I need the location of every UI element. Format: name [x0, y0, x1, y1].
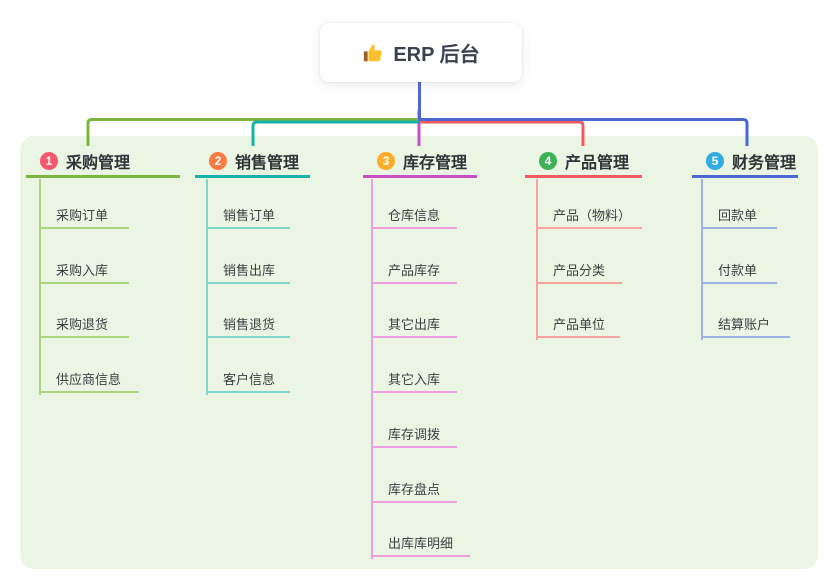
background-panel — [20, 136, 818, 569]
child-node[interactable]: 采购入库 — [39, 255, 129, 284]
thumbs-up-icon — [362, 42, 384, 64]
child-node[interactable]: 出库库明细 — [371, 528, 470, 558]
child-node[interactable]: 采购订单 — [39, 200, 129, 229]
child-node-label: 采购退货 — [56, 317, 109, 333]
child-node[interactable]: 产品单位 — [536, 309, 620, 339]
child-node[interactable]: 产品分类 — [536, 255, 622, 284]
child-node[interactable]: 其它入库 — [371, 364, 457, 394]
branch-title: 产品管理 — [565, 154, 630, 172]
child-node-label: 回款单 — [718, 208, 758, 223]
child-node[interactable]: 销售退货 — [206, 309, 290, 339]
child-node-label: 供应商信息 — [56, 372, 122, 388]
root-node[interactable]: ERP 后台 — [320, 23, 522, 82]
child-node-label: 采购订单 — [56, 208, 109, 223]
child-node-label: 库存盘点 — [388, 481, 441, 497]
branch-node-1[interactable]: 1 采购管理 — [26, 146, 180, 178]
branch-title: 销售管理 — [235, 154, 300, 172]
child-node-label: 产品单位 — [553, 317, 606, 333]
child-node-label: 销售订单 — [223, 208, 276, 223]
branch-title: 采购管理 — [66, 154, 131, 172]
branch-spine-line — [536, 179, 538, 341]
child-node-label: 付款单 — [718, 262, 758, 278]
child-node-label: 结算账户 — [718, 317, 771, 333]
child-node[interactable]: 供应商信息 — [39, 364, 139, 394]
child-node-label: 仓库信息 — [388, 208, 441, 223]
branch-number-badge: 2 — [209, 151, 227, 170]
child-node[interactable]: 库存调拨 — [371, 419, 457, 448]
child-node-label: 其它入库 — [388, 372, 441, 388]
child-node[interactable]: 采购退货 — [39, 309, 129, 339]
branch-title: 库存管理 — [403, 154, 468, 172]
branch-number-badge: 5 — [706, 151, 724, 170]
branch-number-badge: 1 — [40, 151, 58, 170]
child-node[interactable]: 付款单 — [701, 255, 777, 284]
branch-spine-line — [371, 179, 373, 560]
child-node-label: 产品库存 — [388, 262, 441, 278]
branch-spine-line — [206, 179, 208, 396]
child-node[interactable]: 客户信息 — [206, 364, 290, 394]
branch-title: 财务管理 — [732, 154, 797, 172]
child-node[interactable]: 结算账户 — [701, 309, 790, 339]
branch-spine-line — [701, 179, 703, 341]
child-node[interactable]: 其它出库 — [371, 309, 457, 339]
branch-node-3[interactable]: 3 库存管理 — [363, 146, 477, 178]
child-node[interactable]: 销售出库 — [206, 255, 290, 284]
branch-node-5[interactable]: 5 财务管理 — [692, 146, 798, 178]
child-node[interactable]: 销售订单 — [206, 200, 290, 229]
child-node-label: 产品（物料） — [553, 208, 632, 223]
root-node-label: ERP 后台 — [393, 44, 480, 66]
branch-number-badge: 3 — [377, 151, 395, 170]
child-node-label: 产品分类 — [553, 262, 606, 278]
child-node-label: 库存调拨 — [388, 426, 441, 442]
child-node[interactable]: 库存盘点 — [371, 474, 457, 503]
child-node[interactable]: 回款单 — [701, 200, 777, 229]
child-node-label: 销售出库 — [223, 262, 276, 278]
child-node[interactable]: 产品库存 — [371, 255, 457, 284]
child-node-label: 出库库明细 — [388, 536, 454, 552]
branch-number-badge: 4 — [539, 151, 557, 170]
branch-node-4[interactable]: 4 产品管理 — [525, 146, 642, 178]
child-node-label: 其它出库 — [388, 317, 441, 333]
child-node-label: 销售退货 — [223, 317, 276, 333]
child-node-label: 客户信息 — [223, 372, 276, 388]
child-node[interactable]: 仓库信息 — [371, 200, 457, 229]
branch-node-2[interactable]: 2 销售管理 — [195, 146, 310, 178]
child-node-label: 采购入库 — [56, 262, 109, 278]
child-node[interactable]: 产品（物料） — [536, 200, 642, 229]
branch-spine-line — [39, 179, 41, 396]
